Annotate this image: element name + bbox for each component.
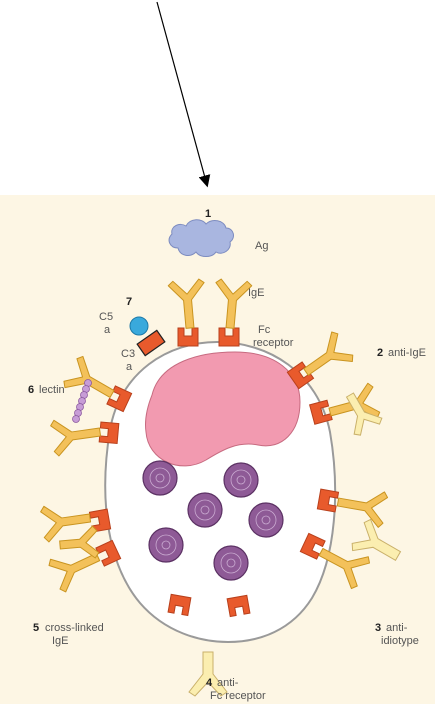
granule	[249, 503, 283, 537]
lectin-label: lectin	[39, 384, 65, 397]
c3a-label-line1: C3	[121, 348, 135, 361]
cross-linked-label-line1: cross-linked	[45, 622, 104, 635]
site-number-5: 5	[33, 622, 39, 635]
pointer-arrow	[157, 2, 207, 185]
granule	[143, 461, 177, 495]
anti-fc-receptor-label-line1: anti-	[217, 677, 238, 690]
site-number-2: 2	[377, 347, 383, 360]
granule	[188, 493, 222, 527]
c5a-fragment	[130, 317, 148, 335]
c3a-label-line2: a	[126, 361, 132, 374]
granule	[224, 463, 258, 497]
ige-label: IgE	[248, 287, 265, 300]
c5a-label-line2: a	[104, 324, 110, 337]
anti-ige-label: anti-IgE	[388, 347, 426, 360]
site-number-7: 7	[126, 296, 132, 309]
cross-linked-label-line2: IgE	[52, 635, 69, 648]
c5a-label-line1: C5	[99, 311, 113, 324]
antigen-cloud	[169, 220, 233, 257]
anti-idiotype-label-line1: anti-	[386, 622, 407, 635]
fc-receptor-label-line1: Fc	[258, 324, 270, 337]
granule	[149, 528, 183, 562]
antigen-label: Ag	[255, 240, 268, 253]
anti-fc-receptor-label-line2: Fc receptor	[210, 690, 266, 703]
site-number-3: 3	[375, 622, 381, 635]
site-number-1: 1	[205, 208, 211, 221]
anti-idiotype-label-line2: idiotype	[381, 635, 419, 648]
fc-receptor-label-line2: receptor	[253, 337, 293, 350]
site-number-6: 6	[28, 384, 34, 397]
granule	[214, 546, 248, 580]
site-number-4: 4	[206, 677, 212, 690]
